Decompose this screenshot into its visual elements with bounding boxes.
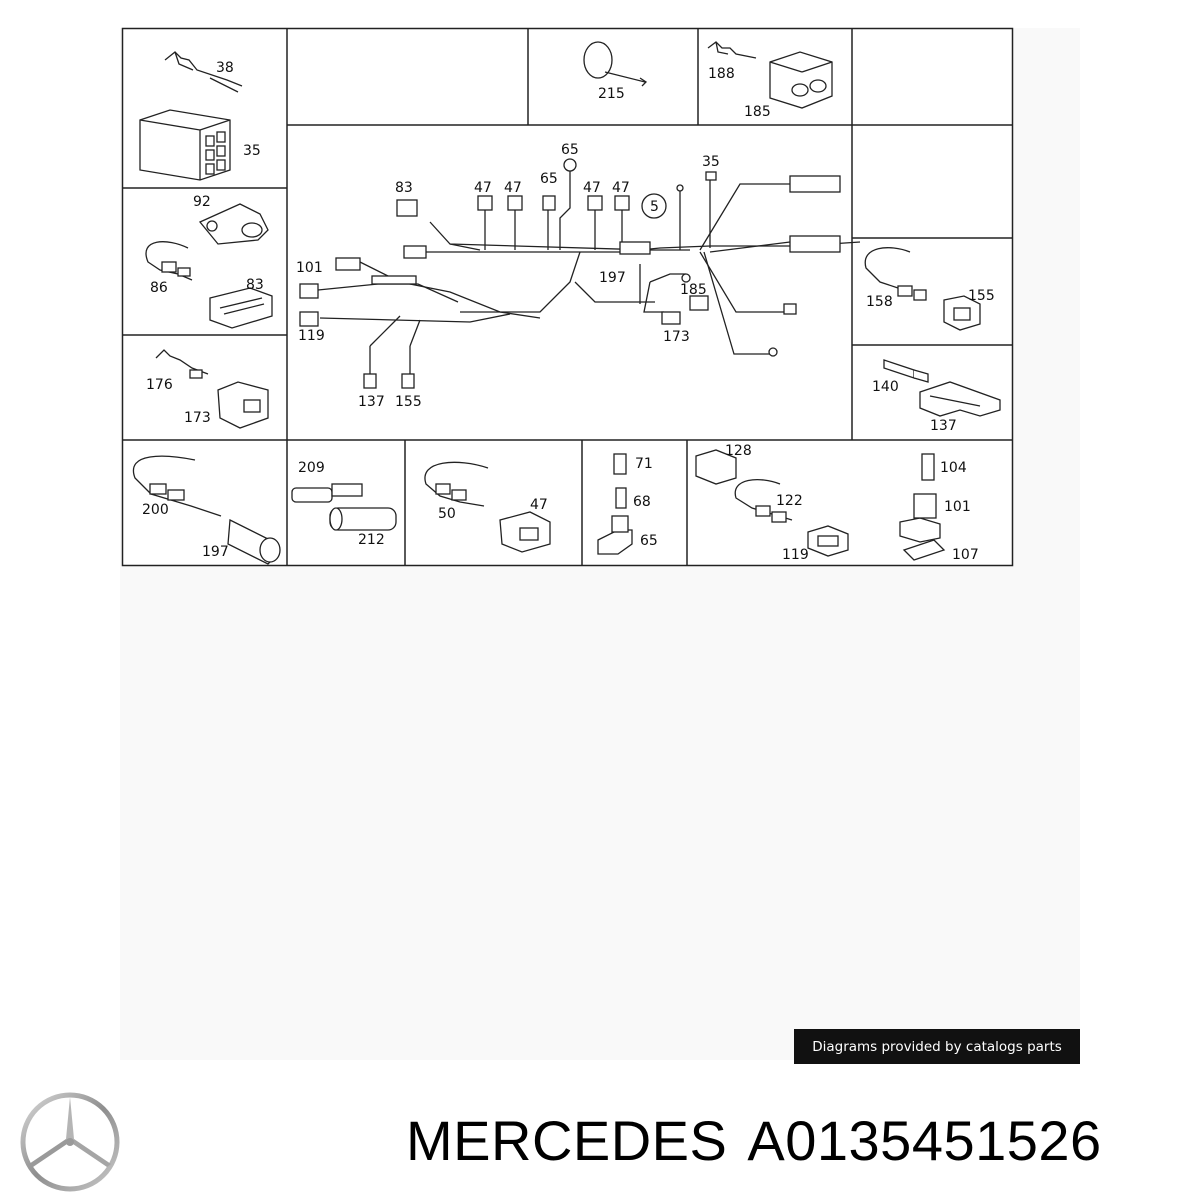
callout-122: 122 <box>776 493 803 509</box>
credit-badge: Diagrams provided by catalogs parts <box>794 1029 1080 1064</box>
sleeve-197-part <box>227 518 281 565</box>
callout-104: 104 <box>940 460 967 476</box>
connector-155-part <box>943 295 981 331</box>
callout-92: 92 <box>193 194 211 210</box>
sensor-65-part <box>597 515 633 555</box>
callout-137-center: 137 <box>358 394 385 410</box>
part-number: A0135451526 <box>747 1109 1102 1172</box>
brand-name: MERCEDES <box>406 1109 728 1172</box>
callout-47-a: 47 <box>474 180 492 196</box>
callout-119: 119 <box>782 547 809 563</box>
lead-158-part <box>864 247 927 301</box>
callout-197: 197 <box>202 544 229 560</box>
pin-71-part <box>613 453 627 475</box>
connector-128-part <box>695 449 737 485</box>
callout-5: 5 <box>650 199 659 215</box>
callout-173-center: 173 <box>663 329 690 345</box>
callout-155-center: 155 <box>395 394 422 410</box>
connector-173-part <box>217 381 269 429</box>
clip-107-part <box>902 539 946 561</box>
callout-65-b: 65 <box>540 171 558 187</box>
callout-158: 158 <box>866 294 893 310</box>
sensor-92-part <box>198 203 269 245</box>
callout-71: 71 <box>635 456 653 472</box>
connector-119-part <box>807 525 849 557</box>
callout-137: 137 <box>930 418 957 434</box>
connector-35-part <box>139 109 231 181</box>
callout-83-center: 83 <box>395 180 413 196</box>
callout-155: 155 <box>968 288 995 304</box>
callout-50: 50 <box>438 506 456 522</box>
callout-47-d: 47 <box>612 180 630 196</box>
callout-83: 83 <box>246 277 264 293</box>
terminal-176-part <box>155 349 209 379</box>
contact-209-part <box>291 483 363 503</box>
connector-83-part <box>209 287 273 329</box>
housing-101-part <box>899 493 941 543</box>
brand-part-number: MERCEDES A0135451526 <box>406 1108 1102 1173</box>
mercedes-star-icon <box>20 1092 120 1192</box>
callout-47-b: 47 <box>504 180 522 196</box>
callout-209: 209 <box>298 460 325 476</box>
callout-65: 65 <box>640 533 658 549</box>
connector-185-part <box>769 51 833 109</box>
callout-5-circle <box>641 193 667 219</box>
terminal-188-part <box>707 41 757 59</box>
callout-86: 86 <box>150 280 168 296</box>
callout-185-center: 185 <box>680 282 707 298</box>
lead-122-part <box>734 478 793 523</box>
callout-47: 47 <box>530 497 548 513</box>
callout-38: 38 <box>216 60 234 76</box>
lead-86-part <box>145 241 193 281</box>
callout-128: 128 <box>725 443 752 459</box>
callout-35-center: 35 <box>702 154 720 170</box>
pin-104-part <box>921 453 935 481</box>
callout-188: 188 <box>708 66 735 82</box>
callout-140: 140 <box>872 379 899 395</box>
callout-101-center: 101 <box>296 260 323 276</box>
callout-173: 173 <box>184 410 211 426</box>
terminal-140-part <box>883 359 929 383</box>
callout-35: 35 <box>243 143 261 159</box>
connector-47-part <box>499 511 551 553</box>
callout-107: 107 <box>952 547 979 563</box>
cable-tie-215-part <box>583 41 648 87</box>
callout-197-center: 197 <box>599 270 626 286</box>
callout-215: 215 <box>598 86 625 102</box>
callout-47-c: 47 <box>583 180 601 196</box>
callout-65-a: 65 <box>561 142 579 158</box>
callout-212: 212 <box>358 532 385 548</box>
harness-connectors <box>299 158 841 389</box>
seal-68-part <box>615 487 627 509</box>
lead-200-part <box>132 455 222 517</box>
callout-68: 68 <box>633 494 651 510</box>
clip-137-part <box>919 381 1001 417</box>
callout-119-center: 119 <box>298 328 325 344</box>
callout-176: 176 <box>146 377 173 393</box>
lead-50-part <box>424 461 489 507</box>
callout-200: 200 <box>142 502 169 518</box>
callout-101: 101 <box>944 499 971 515</box>
callout-185: 185 <box>744 104 771 120</box>
contact-212-part <box>329 507 397 531</box>
harness-main-part <box>317 168 861 376</box>
terminal-38-part <box>164 51 243 93</box>
